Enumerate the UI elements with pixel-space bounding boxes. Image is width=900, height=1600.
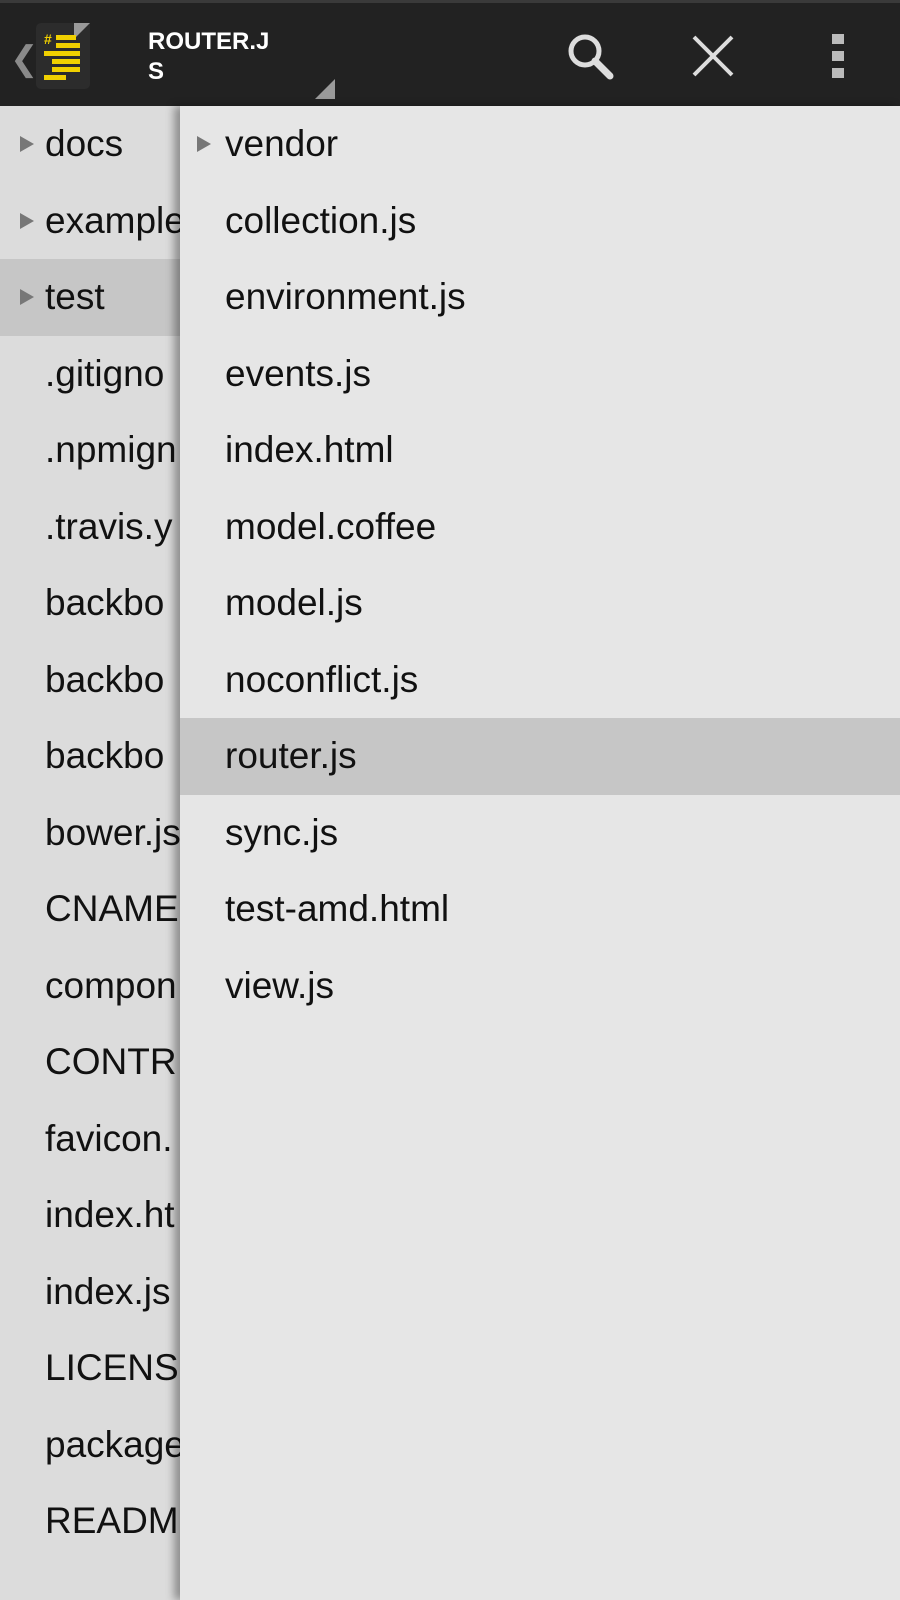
file-item[interactable]: sync.js [180, 795, 900, 872]
file-item[interactable]: favicon. [0, 1101, 180, 1178]
app-icon[interactable]: # [36, 23, 90, 89]
folder-item[interactable]: vendor [180, 106, 900, 183]
file-item[interactable]: events.js [180, 336, 900, 413]
search-icon [568, 34, 614, 80]
file-item[interactable]: backbo [0, 565, 180, 642]
expand-triangle-icon [197, 136, 211, 153]
item-label: index.js [45, 1270, 171, 1312]
item-label: example [45, 199, 180, 241]
file-item[interactable]: index.js [0, 1254, 180, 1331]
search-button[interactable] [557, 23, 623, 89]
file-item[interactable]: READM [0, 1483, 180, 1560]
back-chevron-icon[interactable]: ❮ [10, 40, 39, 78]
file-item[interactable]: noconflict.js [180, 642, 900, 719]
item-label: test [45, 276, 105, 318]
file-title[interactable]: ROUTER.JS [148, 28, 270, 85]
file-item[interactable]: backbo [0, 718, 180, 795]
item-label: environment.js [225, 276, 466, 318]
file-item[interactable]: model.coffee [180, 489, 900, 566]
item-label: .gitigno [45, 352, 165, 394]
close-button[interactable] [680, 23, 746, 89]
item-label: .travis.y [45, 505, 173, 547]
file-item[interactable]: bower.js [0, 795, 180, 872]
dropdown-corner-icon [315, 79, 335, 99]
item-label: package [45, 1423, 180, 1465]
file-item[interactable]: view.js [180, 948, 900, 1025]
file-item[interactable]: model.js [180, 565, 900, 642]
folder-item[interactable]: docs [0, 106, 180, 183]
file-item[interactable]: backbo [0, 642, 180, 719]
file-item[interactable]: index.ht [0, 1177, 180, 1254]
parent-folder-list[interactable]: docs example test .gitigno .npmign .travis.y b… [0, 106, 180, 1600]
expand-triangle-icon [20, 136, 34, 153]
item-label: model.coffee [225, 505, 437, 547]
item-label: events.js [225, 352, 372, 394]
item-label: vendor [225, 123, 339, 165]
item-label: index.html [225, 429, 394, 471]
file-item[interactable]: CONTR [0, 1024, 180, 1101]
item-label: CONTR [45, 1041, 177, 1083]
file-item[interactable]: collection.js [180, 183, 900, 260]
file-item[interactable]: .npmign [0, 412, 180, 489]
file-item[interactable]: test-amd.html [180, 871, 900, 948]
item-label: router.js [225, 735, 357, 777]
item-label: view.js [225, 964, 334, 1006]
item-label: model.js [225, 582, 363, 624]
current-folder-list[interactable]: vendor collection.js environment.js events.… [180, 106, 900, 1600]
item-label: backbo [45, 735, 165, 777]
item-label: backbo [45, 582, 165, 624]
file-item[interactable]: compon [0, 948, 180, 1025]
item-label: compon [45, 964, 177, 1006]
file-item[interactable]: package [0, 1407, 180, 1484]
item-label: test-amd.html [225, 888, 450, 930]
close-icon [692, 35, 734, 77]
item-label: favicon. [45, 1117, 173, 1159]
item-label: READM [45, 1500, 179, 1542]
expand-triangle-icon [20, 289, 34, 306]
item-label: docs [45, 123, 124, 165]
action-bar: ❮ # ROUTER.JS [0, 0, 900, 106]
item-label: noconflict.js [225, 658, 419, 700]
item-label: sync.js [225, 811, 339, 853]
folder-item[interactable]: test [0, 259, 180, 336]
expand-triangle-icon [20, 212, 34, 229]
overflow-menu-icon [832, 34, 844, 78]
file-item[interactable]: LICENS [0, 1330, 180, 1407]
file-item[interactable]: index.html [180, 412, 900, 489]
file-item[interactable]: .gitigno [0, 336, 180, 413]
file-item[interactable]: CNAME [0, 871, 180, 948]
file-item[interactable]: .travis.y [0, 489, 180, 566]
item-label: bower.js [45, 811, 180, 853]
item-label: collection.js [225, 199, 417, 241]
item-label: CNAME [45, 888, 179, 930]
file-item[interactable]: router.js [180, 718, 900, 795]
folder-item[interactable]: example [0, 183, 180, 260]
item-label: index.ht [45, 1194, 175, 1236]
item-label: backbo [45, 658, 165, 700]
file-item[interactable]: environment.js [180, 259, 900, 336]
item-label: LICENS [45, 1347, 179, 1389]
overflow-menu-button[interactable] [805, 23, 871, 89]
item-label: .npmign [45, 429, 177, 471]
